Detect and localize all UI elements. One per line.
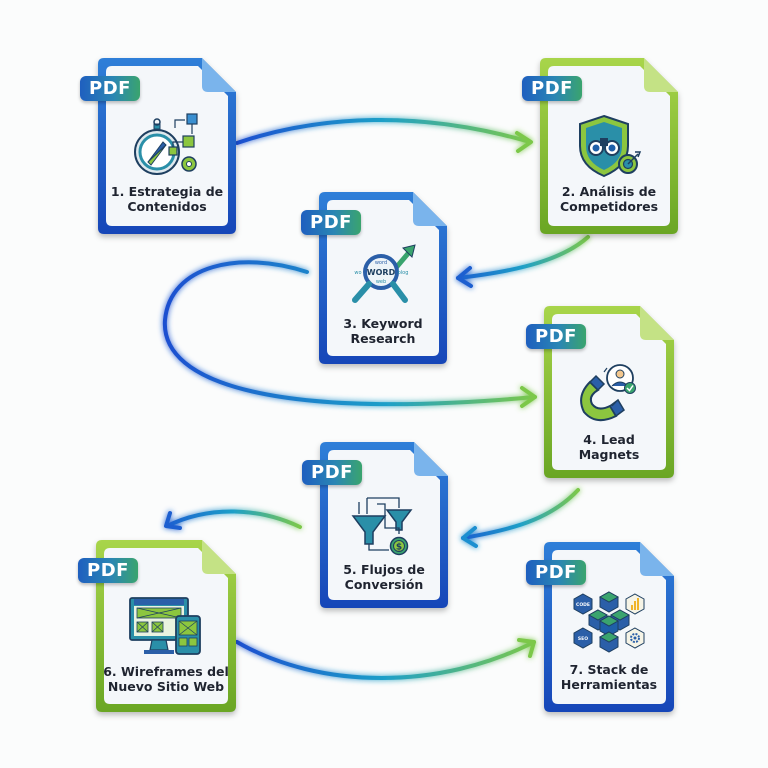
document-card-2[interactable]: PDF 2. Análisis de Competidores bbox=[522, 58, 678, 234]
title-line-2: Herramientas bbox=[560, 677, 658, 692]
title-line-1: 6. Wireframes del bbox=[103, 664, 229, 679]
title-line-1: 2. Análisis de bbox=[561, 184, 657, 199]
svg-text:web: web bbox=[376, 279, 386, 285]
arrowhead-6-to-7 bbox=[517, 638, 536, 658]
title-line-2: Contenidos bbox=[127, 199, 207, 214]
arrowhead-4-to-5 bbox=[461, 526, 478, 548]
document-title: 6. Wireframes del Nuevo Sitio Web bbox=[102, 664, 230, 694]
pdf-badge: PDF bbox=[301, 210, 361, 235]
title-line-2: Nuevo Sitio Web bbox=[107, 679, 225, 694]
document-card-1[interactable]: PDF 1. Estrategia de Contenidos bbox=[80, 58, 236, 234]
arrowhead-3-to-4 bbox=[520, 386, 537, 408]
arrow-2-to-3 bbox=[456, 235, 590, 280]
title-line-1: 1. Estrategia de bbox=[110, 184, 224, 199]
document-title: 7. Stack de Herramientas bbox=[550, 662, 668, 692]
compass-flowchart-icon bbox=[134, 113, 198, 175]
title-line-1: 3. Keyword bbox=[343, 316, 423, 331]
pdf-badge: PDF bbox=[522, 76, 582, 101]
document-title: 5. Flujos de Conversión bbox=[326, 562, 442, 592]
arrowhead-1-to-2 bbox=[515, 131, 533, 153]
document-title: 1. Estrategia de Contenidos bbox=[104, 184, 230, 214]
arrow-6-to-7 bbox=[235, 640, 536, 680]
title-line-1: 7. Stack de bbox=[569, 662, 649, 677]
document-title: 3. Keyword Research bbox=[325, 316, 441, 346]
magnet-user-icon bbox=[580, 364, 636, 422]
document-card-6[interactable]: PDF 6. Wireframes del Nuevo Sitio Web bbox=[78, 540, 236, 712]
document-card-4[interactable]: PDF 4. Lead Magnets bbox=[526, 306, 674, 478]
monitor-mobile-wireframe-icon bbox=[129, 597, 201, 655]
arrowhead-5-to-6 bbox=[164, 511, 182, 530]
document-frame bbox=[544, 306, 674, 478]
arrow-4-to-5 bbox=[461, 488, 580, 540]
svg-text:word: word bbox=[375, 260, 387, 266]
funnel-dollar-icon: $ bbox=[351, 497, 413, 556]
title-line-2: Magnets bbox=[578, 447, 640, 462]
shield-binoculars-target-icon bbox=[579, 114, 642, 178]
document-title: 4. Lead Magnets bbox=[550, 432, 668, 462]
svg-text:$: $ bbox=[396, 543, 402, 553]
pdf-badge: PDF bbox=[78, 558, 138, 583]
pdf-badge: PDF bbox=[80, 76, 140, 101]
pdf-badge: PDF bbox=[526, 560, 586, 585]
svg-text:CODE: CODE bbox=[576, 602, 590, 608]
title-line-2: Research bbox=[350, 331, 416, 346]
document-title: 2. Análisis de Competidores bbox=[546, 184, 672, 214]
arrow-1-to-2 bbox=[235, 118, 532, 145]
svg-text:wo: wo bbox=[354, 270, 361, 276]
title-line-1: 4. Lead bbox=[583, 432, 635, 447]
pdf-badge: PDF bbox=[302, 460, 362, 485]
pdf-badge: PDF bbox=[526, 324, 586, 349]
title-line-2: Conversión bbox=[344, 577, 424, 592]
svg-text:WORD: WORD bbox=[367, 268, 396, 277]
document-card-3[interactable]: PDF word WORD blog web wo 3. Keyword Res… bbox=[301, 192, 447, 364]
svg-text:SEO: SEO bbox=[578, 636, 588, 642]
magnifier-word-growth-icon: word WORD blog web wo bbox=[352, 244, 416, 303]
document-card-7[interactable]: PDF CODE SEO 7. Stack de Herramientas bbox=[526, 542, 674, 712]
title-line-2: Competidores bbox=[559, 199, 659, 214]
document-card-5[interactable]: PDF $ 5. Flujos de Conversión bbox=[302, 442, 448, 608]
arrowhead-2-to-3 bbox=[456, 266, 473, 288]
svg-text:blog: blog bbox=[398, 270, 409, 276]
arrow-3-to-4 bbox=[162, 260, 537, 407]
title-line-1: 5. Flujos de bbox=[343, 562, 425, 577]
arrow-5-to-6 bbox=[165, 509, 302, 529]
cube-stack-tools-icon: CODE SEO bbox=[573, 591, 645, 653]
